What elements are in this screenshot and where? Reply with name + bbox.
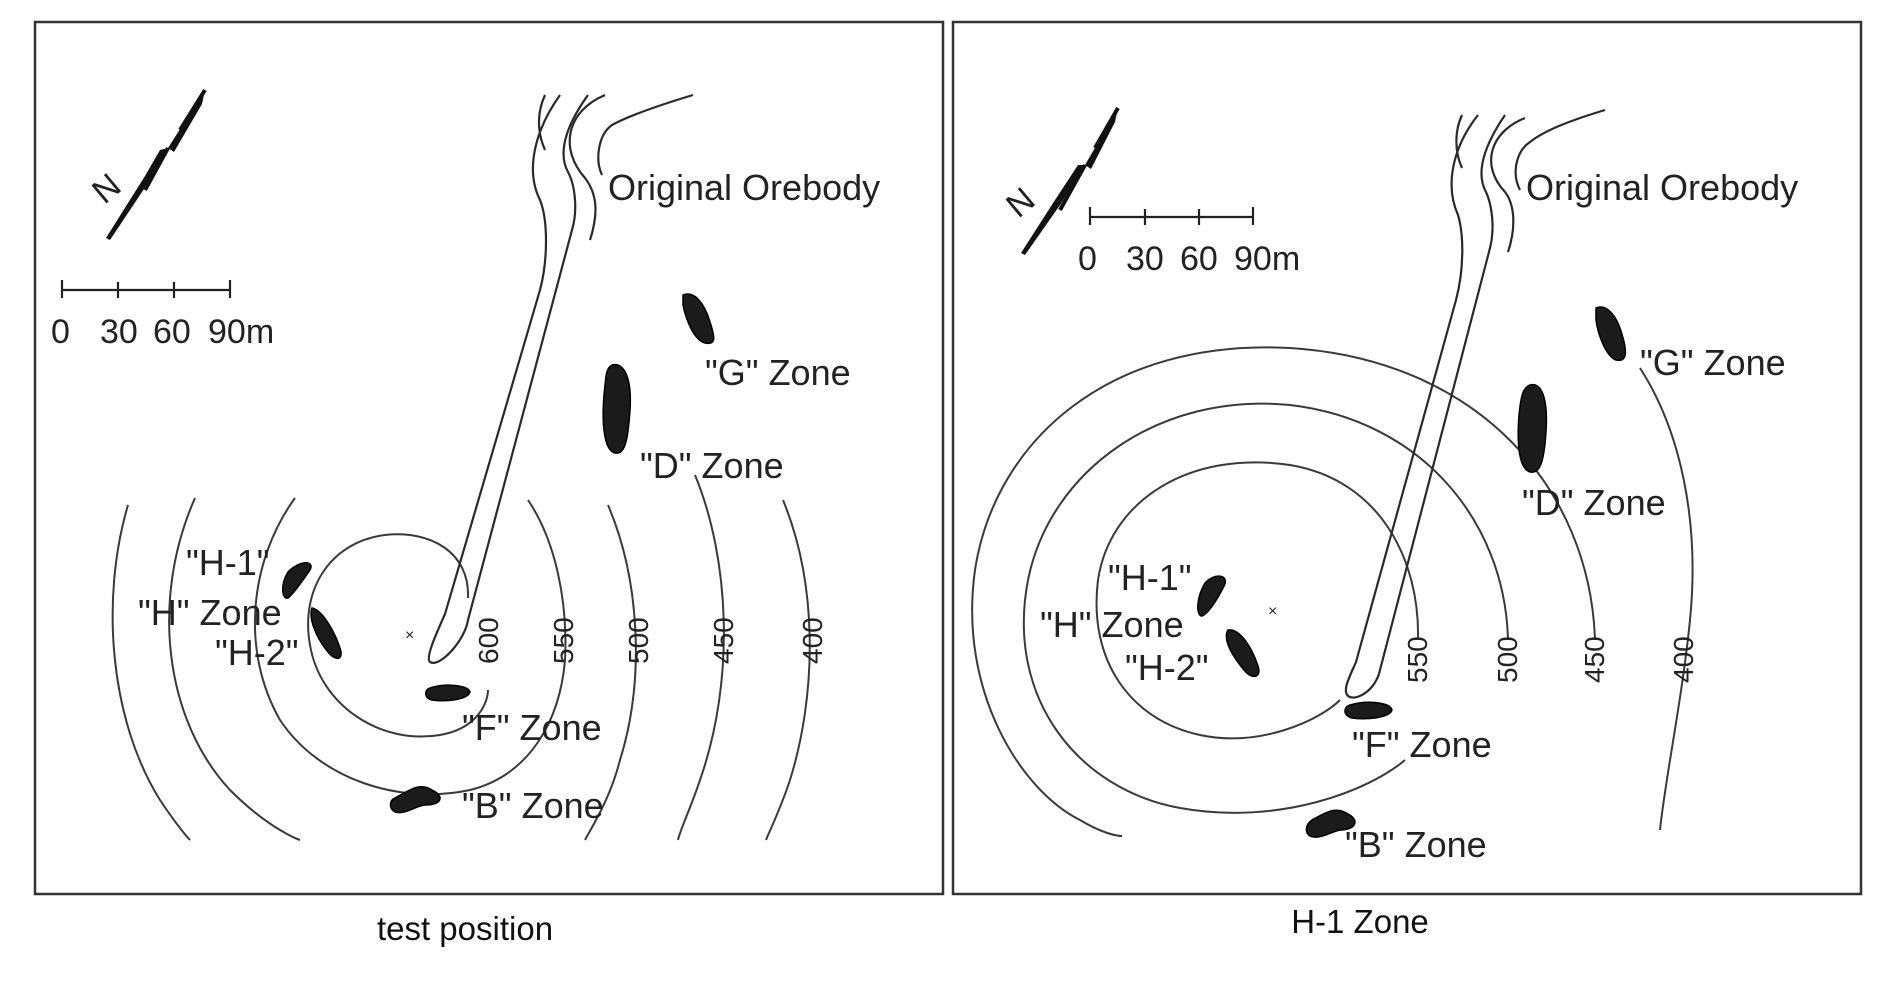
zone-d-blob: [602, 364, 632, 454]
scale-bar: 0 30 60 90m: [51, 280, 274, 351]
scale-label-30: 30: [1126, 240, 1164, 278]
north-label: N: [85, 166, 128, 211]
contour-600: [307, 533, 489, 738]
contour-500: [1022, 402, 1509, 814]
zone-h2-blob: [1225, 629, 1260, 678]
panel-1-caption: test position: [376, 910, 554, 947]
contour-400: [765, 499, 811, 841]
orebody-drift: [427, 93, 694, 664]
zone-f-label: "F" Zone: [1352, 724, 1492, 765]
zone-b-label: "B" Zone: [1345, 824, 1487, 865]
contour-label-500: 500: [1492, 636, 1523, 683]
contour-label-400: 400: [1668, 636, 1699, 683]
zone-f-label: "F" Zone: [462, 707, 602, 748]
zone-h2-blob: [310, 607, 342, 660]
test-position-marker: ×: [1268, 603, 1277, 620]
scale-label-60: 60: [1180, 240, 1218, 278]
scale-label-0: 0: [1078, 240, 1097, 278]
contour-label-400: 400: [797, 617, 828, 664]
contour-label-550: 550: [548, 617, 579, 664]
panel-2-frame: [951, 20, 1863, 896]
contour-label-550: 550: [1402, 636, 1433, 683]
contour-550: [1095, 461, 1420, 740]
panel-2-caption: H-1 Zone: [1291, 903, 1429, 940]
ore-zones: ×: [1197, 306, 1627, 838]
scale-label-90m: 90m: [208, 313, 274, 351]
zone-f-blob: [425, 684, 471, 702]
zone-h1-label: "H-1": [1108, 557, 1192, 598]
scale-label-60: 60: [153, 313, 191, 351]
scale-bar: 0 30 60 90m: [1078, 207, 1300, 278]
contour-400: [1639, 367, 1694, 831]
zone-f-blob: [1344, 701, 1393, 720]
orebody-label: Original Orebody: [608, 167, 880, 208]
orebody-drift: [1344, 108, 1606, 699]
contour-450: [971, 346, 1596, 837]
zone-h2-label: "H-2": [215, 632, 299, 673]
scale-label-30: 30: [100, 313, 138, 351]
panel-h1-zone: N 0 30 60 90m: [951, 20, 1863, 896]
contour-label-450: 450: [1579, 636, 1610, 683]
zone-d-label: "D" Zone: [1522, 482, 1666, 523]
contour-lines: [971, 346, 1694, 837]
panel-1-frame: [33, 20, 945, 896]
zone-h2-label: "H-2": [1125, 647, 1209, 688]
contour-lines: [111, 474, 811, 841]
zone-g-label: "G" Zone: [705, 352, 851, 393]
zone-h1-label: "H-1": [186, 542, 270, 583]
scale-label-0: 0: [51, 313, 70, 351]
scale-label-90m: 90m: [1234, 240, 1300, 278]
zone-g-blob: [1595, 306, 1627, 362]
contour-label-500: 500: [623, 617, 654, 664]
ore-zones: ×: [282, 293, 715, 814]
zone-d-blob: [1517, 384, 1548, 473]
contour-450: [111, 474, 725, 841]
contour-500: [168, 497, 637, 841]
zone-g-blob: [682, 293, 715, 345]
contour-label-600: 600: [473, 617, 504, 664]
orebody-label: Original Orebody: [1526, 167, 1798, 208]
zone-h1-blob: [282, 562, 312, 599]
zone-b-label: "B" Zone: [462, 785, 604, 826]
zone-h-label: "H" Zone: [138, 592, 282, 633]
contour-label-450: 450: [708, 617, 739, 664]
north-label: N: [999, 180, 1042, 225]
zone-h1-blob: [1197, 575, 1227, 617]
panel-test-position: N 0 30 60 90m: [33, 20, 945, 896]
zone-g-label: "G" Zone: [1640, 342, 1786, 383]
zone-d-label: "D" Zone: [640, 445, 784, 486]
north-arrow: N: [999, 107, 1120, 255]
north-arrow: N: [85, 88, 207, 240]
test-position-marker: ×: [405, 627, 414, 644]
zone-b-blob: [1305, 809, 1356, 838]
contour-550: [253, 497, 567, 796]
zone-h-label: "H" Zone: [1040, 604, 1184, 645]
zone-b-blob: [389, 786, 441, 814]
